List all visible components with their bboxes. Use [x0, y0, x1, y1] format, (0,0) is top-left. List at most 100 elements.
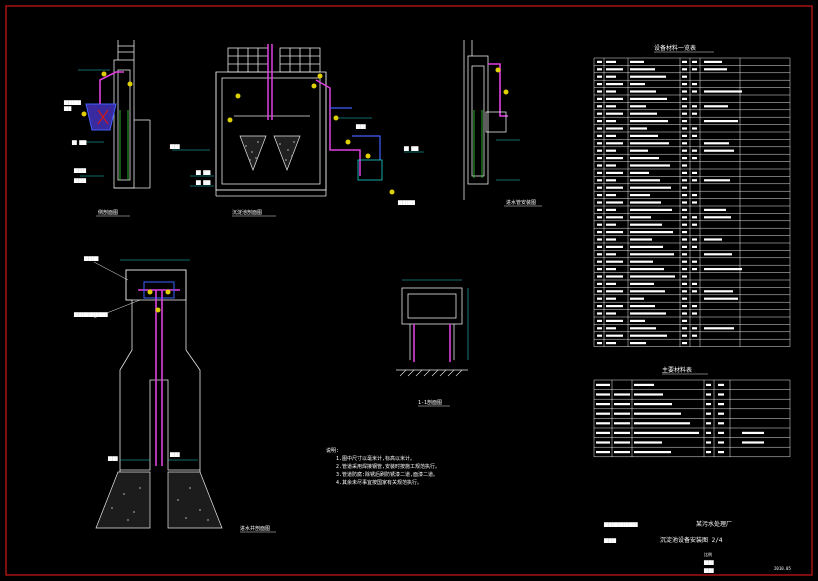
table-cell-text [597, 327, 602, 330]
table-cell-text [692, 179, 697, 182]
table-cell-text [704, 179, 730, 182]
table-cell-text [706, 412, 711, 415]
table-cell-text [606, 60, 616, 63]
table-cell-text [634, 393, 663, 396]
table-cell-text [630, 312, 666, 315]
table-cell-text [682, 120, 687, 123]
table-cell-text [630, 245, 663, 248]
table-cell-text [692, 282, 697, 285]
table-cell-text [597, 134, 602, 137]
table-cell-text [606, 297, 616, 300]
table-cell-text [682, 157, 687, 160]
table-cell-text [606, 149, 616, 152]
table-cell-text [630, 97, 667, 100]
drawing-frame [5, 5, 813, 576]
table-cell-text [596, 403, 610, 406]
table-cell-text [597, 179, 602, 182]
table-cell-text [742, 431, 764, 434]
table-cell-text [718, 403, 724, 406]
table-cell-text [704, 297, 738, 300]
table-cell-text [634, 383, 654, 386]
table-cell-text [597, 164, 602, 167]
table-cell-text [597, 275, 602, 278]
table-cell-text [682, 208, 687, 211]
table-cell-text [597, 194, 602, 197]
table-cell-text [630, 149, 648, 152]
notes-block: 说明: 1.图中尺寸以毫米计,标高以米计。 2.管道采用焊接钢管,安装时按施工规… [326, 447, 440, 486]
table-cell-text [682, 319, 687, 322]
svg-text:██ ███: ██ ███ [403, 146, 419, 151]
table-cell-text [630, 253, 674, 256]
table-cell-text [692, 194, 697, 197]
table-cell-text [614, 412, 630, 415]
equipment-table-title: 设备材料一览表 [654, 44, 696, 52]
table-cell-text [606, 127, 623, 130]
material-table-title: 主要材料表 [662, 366, 692, 374]
table-cell-text [682, 312, 687, 315]
table-cell-text [718, 412, 724, 415]
table-cell-text [597, 120, 602, 123]
table-cell-text [597, 75, 602, 78]
table-cell-text [706, 422, 711, 425]
table-cell-text [630, 223, 662, 226]
table-cell-text [597, 238, 602, 241]
table-cell-text [630, 83, 645, 86]
table-cell-text [606, 305, 623, 308]
caption-main-section: 沉淀池剖面图 [232, 209, 262, 216]
title-date: 2010.05 [774, 566, 791, 571]
table-cell-text [596, 431, 610, 434]
table-cell-text [606, 83, 623, 86]
view-pipe-well-section: ██████ ██████████████ ████ ████ 进水井剖面图 [73, 256, 276, 533]
table-cell-text [630, 112, 657, 115]
table-cell-text [634, 403, 672, 406]
svg-text:███████: ███████ [397, 200, 415, 205]
table-cell-text [597, 268, 602, 271]
table-cell-text [706, 441, 711, 444]
table-cell-text [597, 260, 602, 263]
table-cell-text [706, 431, 711, 434]
table-cell-text [597, 305, 602, 308]
svg-text:██ ███: ██ ███ [71, 140, 87, 145]
table-cell-text [630, 305, 655, 308]
table-cell-text [606, 342, 616, 345]
view-main-section: ████ ██ ███ ██ ███ ████ ███████ ██ ███ 沉… [169, 44, 424, 217]
table-cell-text [634, 422, 690, 425]
table-cell-text [682, 171, 687, 174]
table-cell-text [597, 90, 602, 93]
table-cell-text [597, 68, 602, 71]
table-cell-text [606, 319, 623, 322]
table-cell-text [597, 142, 602, 145]
table-cell-text [692, 134, 697, 137]
table-cell-text [692, 216, 697, 219]
svg-text:████: ████ [703, 568, 714, 573]
table-cell-text [682, 260, 687, 263]
table-cell-text [682, 245, 687, 248]
table-cell-text [606, 282, 616, 285]
table-cell-text [606, 179, 616, 182]
table-cell-text [606, 208, 616, 211]
table-cell-text [682, 253, 687, 256]
svg-text:████: ████ [169, 144, 180, 149]
view-section-1-1: 1-1剖面图 [396, 279, 469, 407]
table-cell-text [706, 403, 711, 406]
table-cell-text [597, 216, 602, 219]
table-cell-text [630, 68, 655, 71]
table-cell-text [597, 334, 602, 337]
table-cell-text [597, 312, 602, 315]
svg-text:██████████████: ██████████████ [603, 522, 638, 527]
table-cell-text [606, 120, 616, 123]
svg-text:██ ███: ██ ███ [195, 180, 211, 185]
table-cell-text [692, 327, 697, 330]
table-cell-text [597, 253, 602, 256]
table-cell-text [682, 238, 687, 241]
table-cell-text [606, 134, 616, 137]
table-cell-text [606, 216, 623, 219]
table-cell-text [606, 260, 623, 263]
table-cell-text [614, 441, 630, 444]
table-cell-text [630, 142, 669, 145]
table-cell-text [597, 342, 602, 345]
table-cell-text [606, 268, 616, 271]
table-cell-text [692, 127, 697, 130]
table-cell-text [718, 422, 724, 425]
